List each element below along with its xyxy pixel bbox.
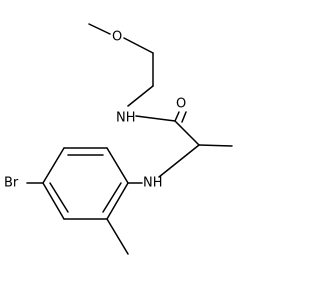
bond-ether-oxygen-to-ch2 xyxy=(123,37,154,54)
bond-carbonyl-double-1 xyxy=(174,111,180,122)
bond-ring-to-methyl xyxy=(106,218,129,255)
bond-carbonyl-to-alpha-carbon xyxy=(174,120,200,146)
ring-inner-double-bond-right xyxy=(102,182,122,213)
bond-methyl-to-ether-oxygen xyxy=(88,23,111,35)
bond-alpha-carbon-to-methyl xyxy=(198,144,233,147)
bond-ch2-to-amide-nitrogen xyxy=(127,85,154,107)
molecule-structure-diagram: O NH O NH Br xyxy=(4,23,233,255)
bond-amide-nitrogen-to-carbonyl-carbon xyxy=(135,115,176,122)
amine-nh-label: NH xyxy=(143,176,163,191)
bond-alpha-carbon-to-amine-nitrogen xyxy=(158,144,200,178)
ring-bond-1 xyxy=(106,147,129,184)
ring-bond-3 xyxy=(42,147,65,184)
bond-carbonyl-double-2 xyxy=(181,111,187,123)
carbonyl-oxygen-label: O xyxy=(176,97,186,112)
bromine-label: Br xyxy=(4,176,19,191)
amide-nh-label: NH xyxy=(116,111,136,126)
ring-bond-6 xyxy=(106,182,129,220)
ring-inner-double-bond-left xyxy=(49,182,69,213)
ether-oxygen-label: O xyxy=(112,30,122,45)
ring-bond-4 xyxy=(42,182,65,220)
